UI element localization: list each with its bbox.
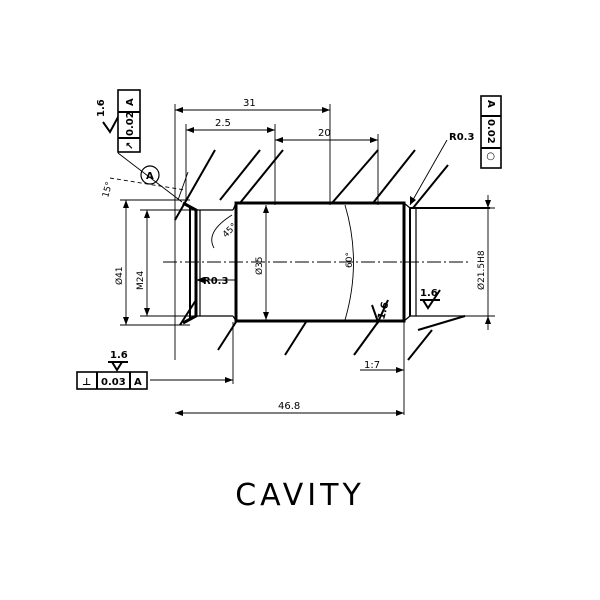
roughness-symbol-mid: 1.6 <box>371 299 391 325</box>
dim-20: 20 <box>318 128 331 139</box>
drawing-caption: CAVITY <box>235 478 365 513</box>
radius-left: R0.3 <box>203 276 228 287</box>
svg-text:A: A <box>485 100 496 108</box>
dia-main: Ø35 <box>254 256 265 275</box>
runout-tolerance-frame: A 0.02 ↗ <box>117 89 141 153</box>
svg-text:1.6: 1.6 <box>96 99 107 117</box>
dimension-labels: 31 2.5 20 1:7 46.8 R0.3 R0.3 Ø41 M24 Ø35… <box>101 98 487 412</box>
svg-text:A: A <box>146 171 154 182</box>
datum-a-marker: A <box>140 165 160 185</box>
part-outline <box>182 201 465 325</box>
dia-left-thread: M24 <box>136 271 146 290</box>
circularity-tolerance-frame: A 0.02 ○ <box>480 95 502 169</box>
svg-text:1.6: 1.6 <box>376 301 391 321</box>
arrowheads <box>123 107 491 416</box>
svg-text:⊥: ⊥ <box>82 377 91 388</box>
dia-right: Ø21.5H8 <box>476 250 487 290</box>
dimension-lines <box>109 104 495 415</box>
dim-1-7: 1:7 <box>364 360 380 371</box>
svg-text:↗: ↗ <box>125 142 136 150</box>
dia-left-outer: Ø41 <box>114 266 125 285</box>
svg-text:A: A <box>134 377 142 388</box>
svg-text:1.6: 1.6 <box>110 350 128 361</box>
dim-2-5: 2.5 <box>215 118 231 129</box>
radius-right: R0.3 <box>449 132 474 143</box>
svg-text:○: ○ <box>485 152 496 161</box>
svg-text:1.6: 1.6 <box>420 288 438 299</box>
svg-text:A: A <box>125 98 136 106</box>
svg-text:0.03: 0.03 <box>101 377 126 388</box>
perpendicularity-tolerance-frame: ⊥ 0.03 A <box>76 371 148 390</box>
roughness-symbol-right: 1.6 <box>420 288 441 310</box>
dim-46-8: 46.8 <box>278 401 300 412</box>
svg-text:0.02: 0.02 <box>125 111 136 136</box>
roughness-symbol-bottom-left: 1.6 <box>108 350 128 372</box>
taper-angle: 60° <box>345 252 355 268</box>
dim-31: 31 <box>243 98 256 109</box>
section-hatching <box>174 149 490 361</box>
angle-top: 15° <box>101 181 115 199</box>
svg-text:0.02: 0.02 <box>485 119 496 144</box>
